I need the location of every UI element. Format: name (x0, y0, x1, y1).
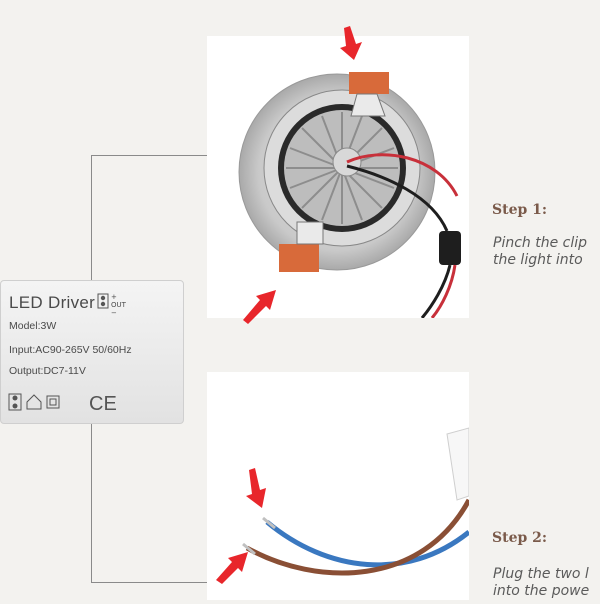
output-label: + OUT − (111, 293, 126, 317)
connector-line-vertical-lower (91, 422, 92, 582)
driver-input: Input:AC90-265V 50/60Hz (9, 344, 132, 356)
top-clip (349, 72, 389, 94)
step2-image-panel (207, 372, 472, 600)
red-arrow-icon (216, 552, 248, 584)
step1-heading: Step 1: (492, 202, 548, 218)
connector-line-top-horizontal (91, 155, 207, 156)
red-arrow-icon (243, 290, 276, 324)
step2-text: Plug the two l into the powe (493, 566, 590, 599)
wire-connector (439, 231, 461, 265)
driver-model: Model:3W (9, 320, 57, 332)
black-wire (346, 164, 449, 232)
class-ii-icon (46, 395, 60, 409)
blue-wire (265, 520, 471, 568)
connector-line-vertical-upper (91, 155, 92, 280)
house-icon (26, 394, 42, 410)
wire-illustration (242, 427, 472, 576)
led-driver-product: LED Driver + OUT − Model:3W Input:AC90-2… (0, 280, 184, 424)
step1-image-panel (207, 36, 469, 319)
red-arrow-icon (340, 26, 362, 60)
terminal-icon (8, 393, 22, 411)
svg-text:CE: CE (89, 393, 117, 413)
bottom-clip (279, 244, 319, 272)
red-wire (346, 153, 459, 197)
driver-output: Output:DC7-11V (9, 365, 86, 377)
terminal-icon (97, 293, 109, 309)
downlight-illustration (238, 72, 461, 319)
certification-icons: CE (8, 393, 117, 413)
driver-title: LED Driver (9, 293, 96, 312)
red-arrow-icon (246, 468, 266, 508)
brown-wire (245, 498, 472, 576)
step2-heading: Step 2: (492, 530, 548, 546)
ce-mark-icon: CE (89, 393, 117, 413)
connector-line-bottom-horizontal (91, 582, 207, 583)
step1-text: Pinch the clip the light into (493, 235, 588, 268)
